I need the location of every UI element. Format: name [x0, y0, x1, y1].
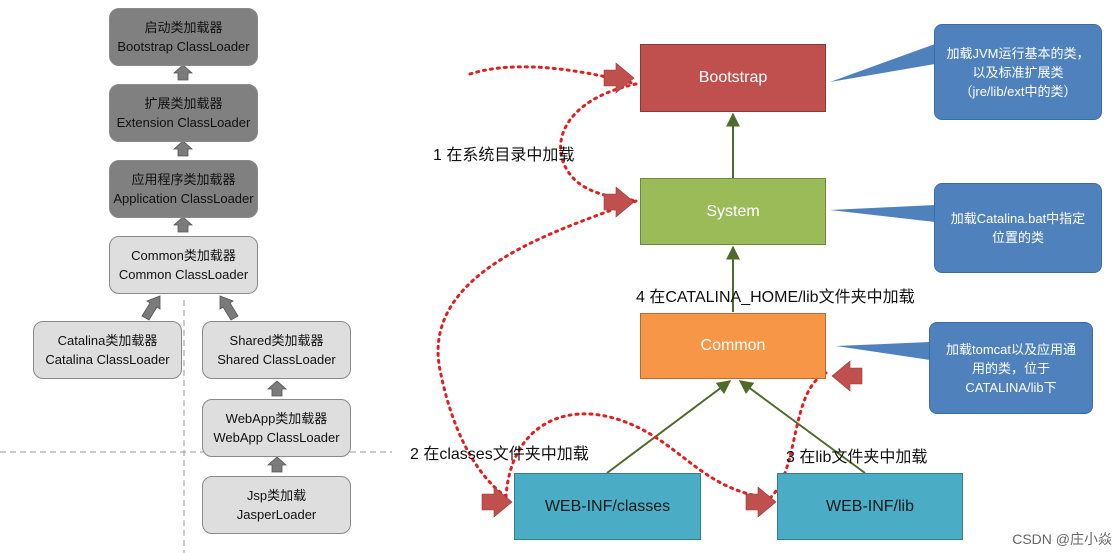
- left-node-common-cn: Common类加载器: [131, 248, 236, 263]
- step-3-label: 3 在lib文件夹中加载: [786, 449, 928, 466]
- node-common-label: Common: [700, 337, 766, 354]
- left-node-jsp: Jsp类加载 JasperLoader: [202, 476, 351, 534]
- left-node-bootstrap-en: Bootstrap ClassLoader: [117, 39, 250, 54]
- left-node-bootstrap-cn: 启动类加载器: [144, 20, 223, 35]
- entry-arrow-classes: [481, 486, 513, 518]
- up-arrow-webapp-shared: [266, 380, 288, 397]
- left-node-common: Common类加载器 Common ClassLoader: [109, 236, 258, 294]
- node-web-inf-classes: WEB-INF/classes: [514, 473, 701, 540]
- callout-system: 加载Catalina.bat中指定位置的类: [934, 183, 1102, 273]
- node-web-inf-lib-label: WEB-INF/lib: [826, 497, 914, 515]
- left-node-shared-cn: Shared类加载器: [229, 333, 324, 348]
- node-bootstrap: Bootstrap: [640, 44, 826, 112]
- node-web-inf-lib: WEB-INF/lib: [777, 473, 963, 540]
- callout-common: 加载tomcat以及应用通用的类，位于CATALINA/lib下: [929, 322, 1093, 414]
- left-node-jsp-cn: Jsp类加载: [246, 488, 307, 503]
- left-node-application-en: Application ClassLoader: [113, 191, 254, 206]
- entry-arrow-bootstrap: [603, 62, 635, 94]
- node-bootstrap-label: Bootstrap: [698, 69, 768, 86]
- up-arrow-app-ext: [172, 140, 194, 157]
- left-node-catalina-en: Catalina ClassLoader: [45, 352, 170, 367]
- line-classes-common: [606, 380, 732, 474]
- left-node-extension: 扩展类加载器 Extension ClassLoader: [109, 84, 258, 142]
- callout-pointer-system: [830, 205, 935, 222]
- left-node-shared-en: Shared ClassLoader: [217, 352, 336, 367]
- left-node-shared: Shared类加载器 Shared ClassLoader: [202, 321, 351, 379]
- left-node-bootstrap: 启动类加载器 Bootstrap ClassLoader: [109, 8, 258, 66]
- node-system: System: [640, 178, 826, 245]
- entry-arrow-common: [831, 360, 863, 392]
- up-arrow-jsp-webapp: [266, 456, 288, 473]
- step-1-label: 1 在系统目录中加载: [433, 147, 575, 164]
- node-web-inf-classes-label: WEB-INF/classes: [544, 497, 671, 515]
- left-node-webapp: WebApp类加载器 WebApp ClassLoader: [202, 399, 351, 457]
- callout-bootstrap-text: 加载JVM运行基本的类，以及标准扩展类（jre/lib/ext中的类）: [946, 45, 1090, 99]
- left-node-common-en: Common ClassLoader: [118, 267, 249, 282]
- callout-common-text: 加载tomcat以及应用通用的类，位于CATALINA/lib下: [945, 341, 1076, 395]
- left-node-extension-cn: 扩展类加载器: [144, 96, 223, 111]
- left-node-application: 应用程序类加载器 Application ClassLoader: [109, 160, 258, 218]
- dotted-search-path: [436, 65, 828, 500]
- left-node-webapp-cn: WebApp类加载器: [225, 411, 328, 426]
- left-node-catalina: Catalina类加载器 Catalina ClassLoader: [33, 321, 182, 379]
- callout-pointer-common: [836, 342, 930, 360]
- step-2-label: 2 在classes文件夹中加载: [410, 446, 589, 463]
- left-node-extension-en: Extension ClassLoader: [116, 115, 251, 130]
- callout-bootstrap: 加载JVM运行基本的类，以及标准扩展类（jre/lib/ext中的类）: [934, 24, 1102, 120]
- left-node-jsp-en: JasperLoader: [236, 507, 317, 522]
- watermark: CSDN @庄小焱: [1012, 531, 1112, 547]
- up-arrow-shared-common: [219, 295, 239, 321]
- node-common: Common: [640, 313, 826, 379]
- left-node-webapp-en: WebApp ClassLoader: [213, 430, 340, 445]
- entry-arrow-system: [603, 186, 635, 218]
- step-4-label: 4 在CATALINA_HOME/lib文件夹中加载: [636, 289, 915, 306]
- callout-system-text: 加载Catalina.bat中指定位置的类: [950, 211, 1086, 245]
- left-node-catalina-cn: Catalina类加载器: [57, 333, 158, 348]
- up-arrow-catalina-common: [141, 295, 161, 321]
- entry-arrow-lib: [745, 486, 777, 518]
- left-node-application-cn: 应用程序类加载器: [131, 172, 236, 187]
- line-lib-common: [738, 380, 866, 474]
- up-arrow-common-app: [172, 216, 194, 233]
- node-system-label: System: [706, 202, 760, 220]
- callout-pointer-bootstrap: [830, 44, 935, 82]
- up-arrow-ext-boot: [172, 64, 194, 81]
